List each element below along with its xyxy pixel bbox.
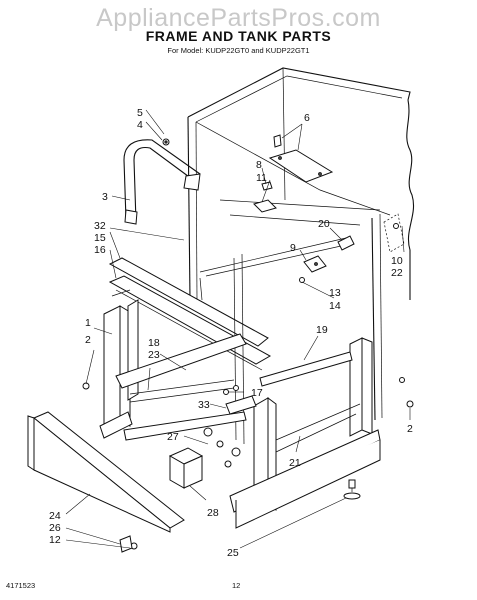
callout-28: 28 <box>207 507 219 519</box>
part-3-tube <box>123 138 201 225</box>
callout-24: 24 <box>49 510 61 522</box>
callout-32: 32 <box>94 220 106 232</box>
callout-8: 8 <box>256 159 262 171</box>
callout-25: 25 <box>227 547 239 559</box>
part-17-screws <box>223 385 239 395</box>
callout-13: 13 <box>329 287 341 299</box>
page-number: 12 <box>232 581 241 590</box>
part-28-box <box>168 447 204 489</box>
diagram-title: FRAME AND TANK PARTS <box>145 28 332 44</box>
part-25-leveling-leg <box>343 479 361 500</box>
callout-11: 11 <box>256 172 267 184</box>
callout-1: 1 <box>85 317 91 329</box>
callout-33: 33 <box>198 399 210 411</box>
callout-21: 21 <box>289 457 301 469</box>
callout-26: 26 <box>49 522 61 534</box>
leader-lines <box>65 109 411 549</box>
part-33 <box>225 395 257 415</box>
callout-4: 4 <box>137 119 143 131</box>
watermark: AppliancePartsPros.com <box>96 4 381 32</box>
callout-18: 18 <box>148 337 160 349</box>
callout-27: 27 <box>167 431 179 443</box>
callout-6: 6 <box>304 112 310 124</box>
part-24-kick-panel <box>27 411 185 533</box>
part-8-11 <box>253 181 277 213</box>
base-frame <box>99 299 381 529</box>
callout-20: 20 <box>318 218 330 230</box>
callout-19: 19 <box>316 324 328 336</box>
model-subtitle: For Model: KUDP22GT0 and KUDP22GT1 <box>167 46 310 55</box>
callout-2: 2 <box>85 334 91 346</box>
callout-14: 14 <box>329 300 341 312</box>
callout-23: 23 <box>148 349 160 361</box>
document-code: 4171523 <box>6 581 36 590</box>
part-20-9 <box>299 235 355 283</box>
callout-3: 3 <box>102 191 108 203</box>
callout-12: 12 <box>49 534 61 546</box>
callout-2-right: 2 <box>407 423 413 435</box>
callout-10: 10 <box>391 255 403 267</box>
callout-5: 5 <box>137 107 143 119</box>
tank-body <box>187 67 414 421</box>
callout-17: 17 <box>251 387 263 399</box>
callout-22: 22 <box>391 267 403 279</box>
part-6-bracket <box>268 134 334 183</box>
callout-15: 15 <box>94 232 106 244</box>
callout-16: 16 <box>94 244 106 256</box>
callout-9: 9 <box>290 242 296 254</box>
callout-labels: 5 4 6 8 11 3 32 15 16 20 9 10 22 13 14 1… <box>49 107 413 559</box>
